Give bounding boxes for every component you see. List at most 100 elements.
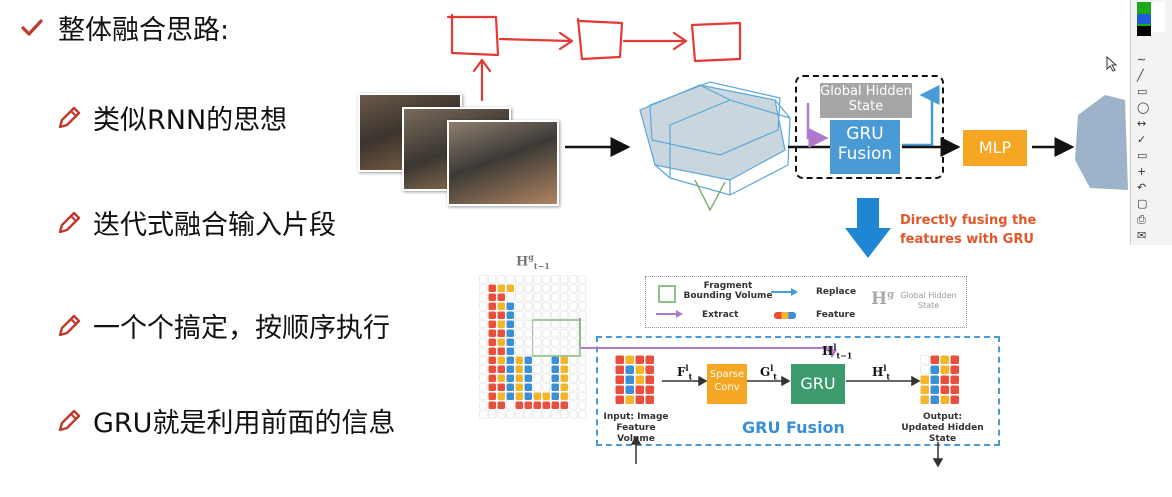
voxel — [625, 395, 634, 404]
voxel — [524, 293, 533, 302]
voxel — [930, 385, 939, 394]
voxel — [542, 365, 551, 374]
voxel — [615, 355, 624, 364]
scene-wireframe — [639, 81, 791, 196]
legend-bounding-volume: Fragment Bounding Volume — [683, 281, 773, 301]
extract-path — [532, 318, 837, 358]
voxel — [488, 383, 496, 391]
voxel — [515, 329, 524, 338]
voxel — [479, 356, 488, 365]
voxel — [569, 401, 578, 410]
voxel — [488, 374, 496, 382]
voxel — [497, 329, 505, 337]
voxel — [533, 275, 542, 284]
voxel — [524, 401, 532, 409]
voxel — [569, 410, 578, 419]
voxel — [950, 375, 959, 384]
voxel — [578, 356, 587, 365]
voxel — [578, 401, 587, 410]
voxel — [488, 410, 497, 419]
color-swatch-black[interactable] — [1137, 26, 1151, 36]
voxel — [645, 355, 654, 364]
voxel — [497, 347, 505, 355]
voxel — [551, 293, 560, 302]
voxel — [488, 320, 496, 328]
gru-fusion-title: GRU Fusion — [742, 418, 845, 437]
voxel — [488, 302, 496, 310]
voxel — [524, 383, 532, 391]
voxel — [506, 410, 515, 419]
voxel — [635, 375, 644, 384]
bullet-text: GRU就是利用前面的信息 — [93, 408, 396, 439]
voxel — [930, 375, 939, 384]
voxel — [515, 392, 523, 400]
voxel — [920, 375, 929, 384]
voxel — [497, 284, 505, 292]
mlp-box: MLP — [963, 130, 1027, 166]
voxel — [506, 374, 514, 382]
voxel — [560, 329, 569, 338]
voxel — [497, 302, 505, 310]
voxel — [560, 338, 569, 347]
voxel — [542, 284, 551, 293]
voxel — [515, 284, 524, 293]
voxel — [524, 302, 533, 311]
voxel — [524, 311, 533, 320]
voxel — [635, 395, 644, 404]
hl-prev-label: Hlt−1 — [822, 342, 853, 361]
voxel — [569, 293, 578, 302]
bullet-text: 类似RNN的思想 — [93, 105, 288, 136]
voxel — [635, 355, 644, 364]
voxel — [551, 284, 560, 293]
pencil-icon — [58, 106, 81, 128]
voxel — [524, 329, 533, 338]
input-feature-grid — [615, 355, 654, 404]
voxel — [930, 365, 939, 374]
voxel — [560, 347, 569, 356]
voxel — [560, 293, 569, 302]
voxel — [524, 338, 533, 347]
voxel — [515, 365, 523, 373]
voxel — [569, 347, 578, 356]
bullet-item: 一个个搞定，按顺序执行 — [55, 306, 390, 345]
voxel — [578, 302, 587, 311]
voxel — [551, 302, 560, 311]
h-label: Hlt — [872, 363, 891, 382]
voxel — [515, 356, 523, 364]
voxel — [542, 410, 551, 419]
voxel — [479, 284, 488, 293]
voxel — [506, 401, 515, 410]
legend-box: Fragment Bounding Volume Replace Extract… — [645, 276, 967, 328]
voxel — [515, 410, 524, 419]
voxel — [524, 374, 532, 382]
voxel — [497, 275, 506, 284]
voxel — [950, 355, 959, 364]
voxel — [524, 410, 533, 419]
voxel — [497, 293, 505, 301]
voxel — [551, 338, 560, 347]
voxel — [506, 302, 514, 310]
voxel — [635, 365, 644, 374]
voxel — [515, 347, 524, 356]
color-swatch-blue[interactable] — [1137, 14, 1151, 24]
voxel — [920, 365, 930, 375]
input-photo — [447, 120, 559, 206]
voxel — [533, 293, 542, 302]
voxel — [551, 329, 560, 338]
voxel — [551, 392, 559, 400]
voxel — [950, 365, 959, 374]
voxel — [479, 347, 488, 356]
mesh-output — [1075, 95, 1128, 190]
tool-list[interactable]: ∼╱▭◯↔✓▭+↶▢⎙✉ — [1137, 53, 1150, 242]
replace-arrow-icon — [771, 288, 798, 296]
voxel — [542, 293, 551, 302]
voxel — [533, 347, 542, 356]
voxel — [497, 374, 505, 382]
voxel — [515, 401, 523, 409]
voxel — [497, 401, 505, 409]
voxel — [515, 338, 524, 347]
voxel — [488, 356, 496, 364]
voxel — [506, 347, 514, 355]
voxel — [479, 275, 488, 284]
top-flow-arrows — [565, 81, 1128, 212]
